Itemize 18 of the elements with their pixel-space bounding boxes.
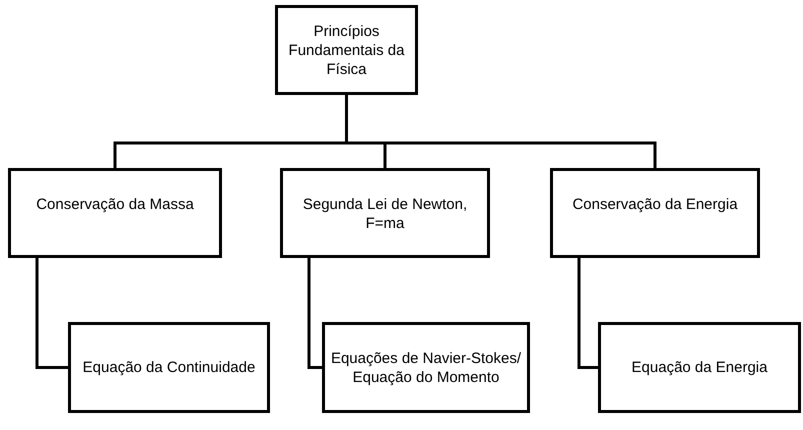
process-box <box>550 168 760 258</box>
box-label: Equações de Navier-Stokes/ Equação do Momento <box>330 348 522 386</box>
process-box <box>8 168 222 258</box>
connector-line <box>578 258 598 369</box>
process-box <box>68 322 270 413</box>
box-label: Equação da Energia <box>630 358 768 377</box>
process-box <box>280 168 490 258</box>
box-label: Equação da Continuidade <box>82 358 256 377</box>
process-box <box>598 322 801 413</box>
connector-line <box>36 258 68 369</box>
process-box <box>275 5 418 95</box>
box-label: Segunda Lei de Newton, F=ma <box>302 195 468 233</box>
connector-line <box>345 95 656 168</box>
box-label: Conservação da Energia <box>571 195 739 214</box>
process-box <box>322 322 530 413</box>
box-label: Conservação da Massa <box>35 195 195 214</box>
connector-line <box>308 258 322 369</box>
box-label: Princípios Fundamentais da Física <box>288 22 406 78</box>
